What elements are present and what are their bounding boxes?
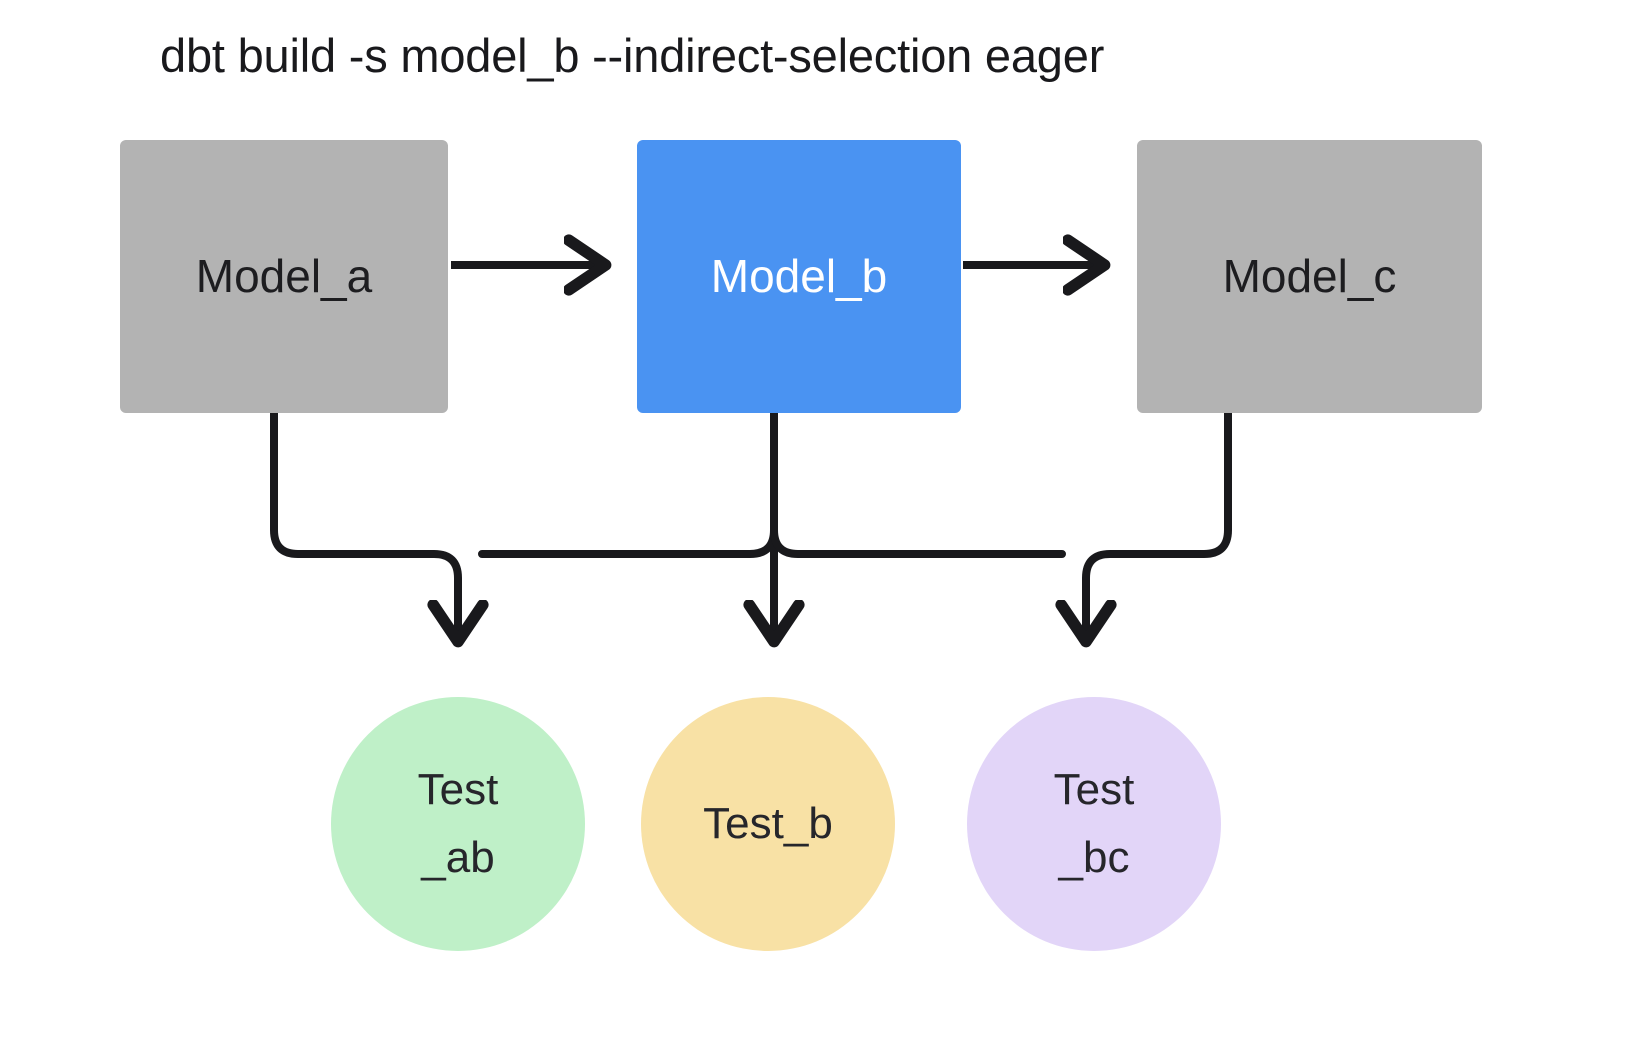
node-model-b-label: Model_b xyxy=(710,250,888,303)
node-test-bc-label-line1: Test xyxy=(1053,764,1135,814)
node-model-a-label: Model_a xyxy=(195,250,373,303)
node-test-bc[interactable]: Test _bc xyxy=(967,697,1221,951)
edge-model-a-to-test-ab xyxy=(270,409,458,640)
node-test-b-label-line1: Test_b xyxy=(703,798,833,848)
node-test-bc-label-line2: _bc xyxy=(1058,833,1130,882)
node-test-ab[interactable]: Test _ab xyxy=(331,697,585,951)
node-model-a[interactable]: Model_a xyxy=(120,140,448,413)
node-test-ab-label-line2: _ab xyxy=(421,833,495,882)
edge-model-c-to-test-bc xyxy=(1086,409,1232,640)
node-test-ab-label-line1: Test xyxy=(417,764,499,814)
edge-model-b-to-test-bc xyxy=(770,409,1066,558)
diagram-title: dbt build -s model_b --indirect-selectio… xyxy=(160,29,1105,82)
node-test-b[interactable]: Test_b xyxy=(641,697,895,951)
node-model-c-label: Model_c xyxy=(1222,250,1397,303)
node-model-b[interactable]: Model_b xyxy=(637,140,961,413)
node-model-c[interactable]: Model_c xyxy=(1137,140,1482,413)
edge-model-b-to-test-ab xyxy=(478,409,778,558)
